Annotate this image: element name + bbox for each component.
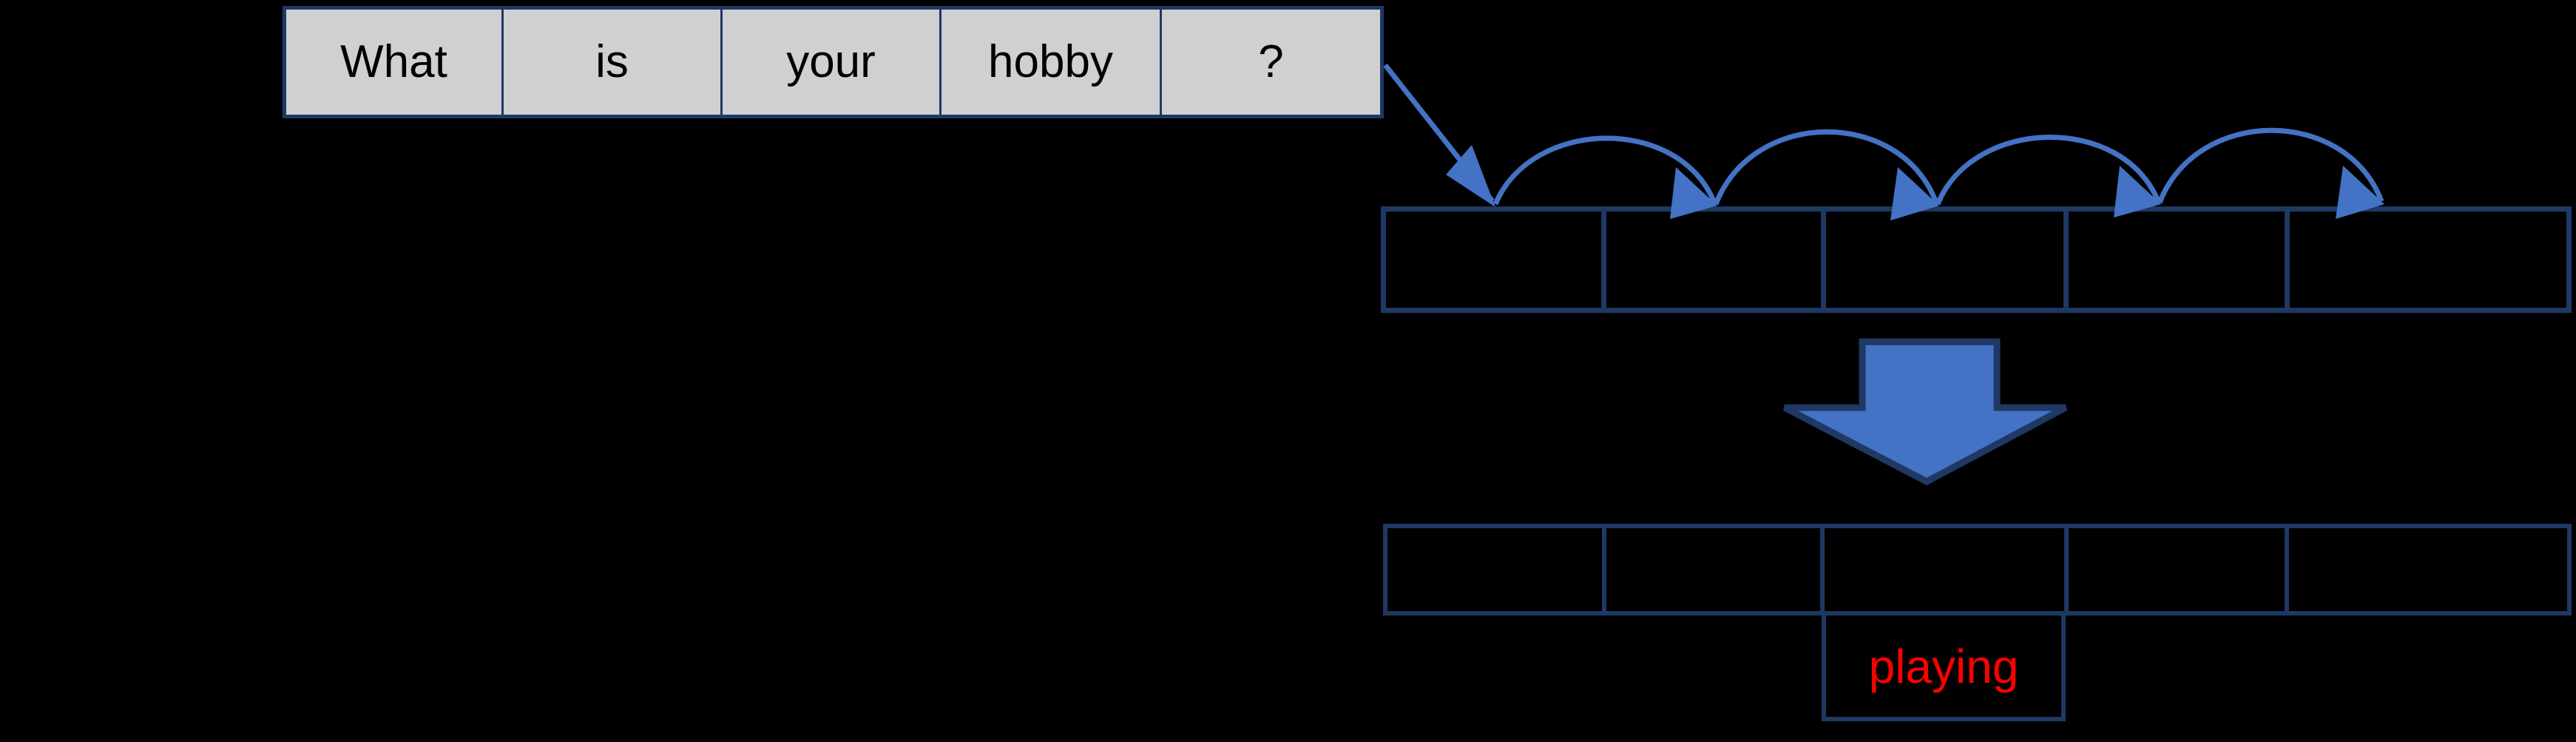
decoder-state-cell-2[interactable] [1606,528,1825,611]
source-token-cell-1[interactable]: What [286,10,504,115]
source-token-label: ? [1258,36,1284,87]
source-token-label: What [340,36,447,87]
source-token-label: your [786,36,876,87]
decoder-state-cell-1[interactable] [1387,528,1606,611]
encoder-states-row [1381,206,2572,313]
decoder-states-row [1383,524,2572,615]
source-token-label: hobby [988,36,1113,87]
source-token-cell-3[interactable]: your [723,10,942,115]
encoder-state-cell-3[interactable] [1826,212,2069,308]
source-token-cell-2[interactable]: is [504,10,723,115]
input-sentence-row: What is your hobby ? [283,6,1384,118]
hop-arrow-3 [1935,135,2161,217]
decoder-state-cell-5[interactable] [2289,528,2567,611]
source-token-cell-4[interactable]: hobby [942,10,1162,115]
encoder-to-decoder-arrow [1782,338,2068,486]
feed-arrow [1383,63,1495,207]
decoder-state-cell-3[interactable] [1825,528,2069,611]
encoder-state-cell-5[interactable] [2290,212,2566,308]
source-token-cell-5[interactable]: ? [1162,10,1380,115]
encoder-state-cell-1[interactable] [1386,212,1606,308]
source-token-label: is [595,36,629,87]
output-token-label: playing [1868,639,2019,693]
decoder-state-cell-4[interactable] [2069,528,2289,611]
encoder-state-cell-2[interactable] [1606,212,1826,308]
encoder-state-cell-4[interactable] [2069,212,2290,308]
output-token-cell[interactable]: playing [1822,615,2066,721]
